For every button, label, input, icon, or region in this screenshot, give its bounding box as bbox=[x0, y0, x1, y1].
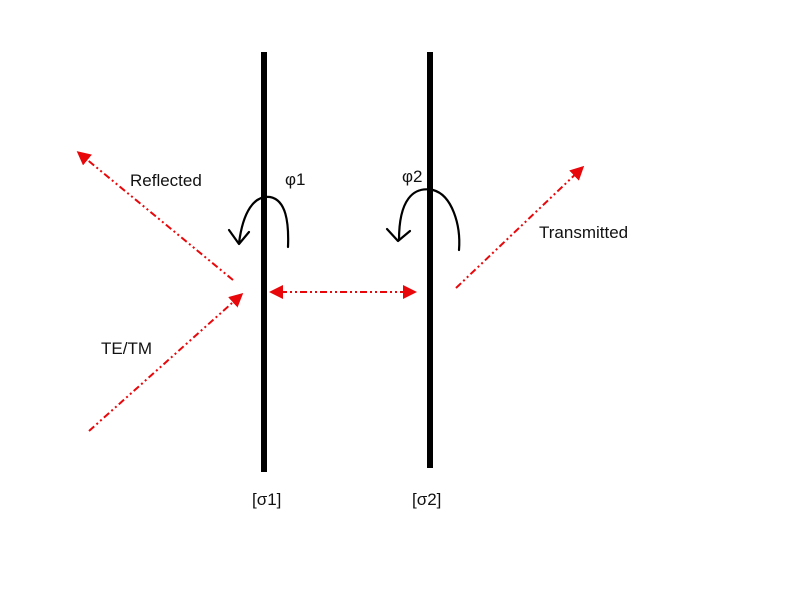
incident-label: TE/TM bbox=[101, 339, 152, 358]
rotation-phi1-icon bbox=[227, 195, 290, 249]
rotation-phi2-icon bbox=[385, 188, 461, 252]
transmitted-ray-arrow bbox=[455, 165, 585, 289]
phi1-label: φ1 bbox=[285, 170, 305, 189]
sigma1-label: [σ1] bbox=[252, 490, 281, 509]
reflected-label: Reflected bbox=[130, 171, 202, 190]
transmitted-label: Transmitted bbox=[539, 223, 628, 242]
sigma2-label: [σ2] bbox=[412, 490, 441, 509]
incident-ray-arrow bbox=[88, 292, 244, 432]
reflected-ray-arrow bbox=[76, 151, 234, 281]
phi2-label: φ2 bbox=[402, 167, 422, 186]
